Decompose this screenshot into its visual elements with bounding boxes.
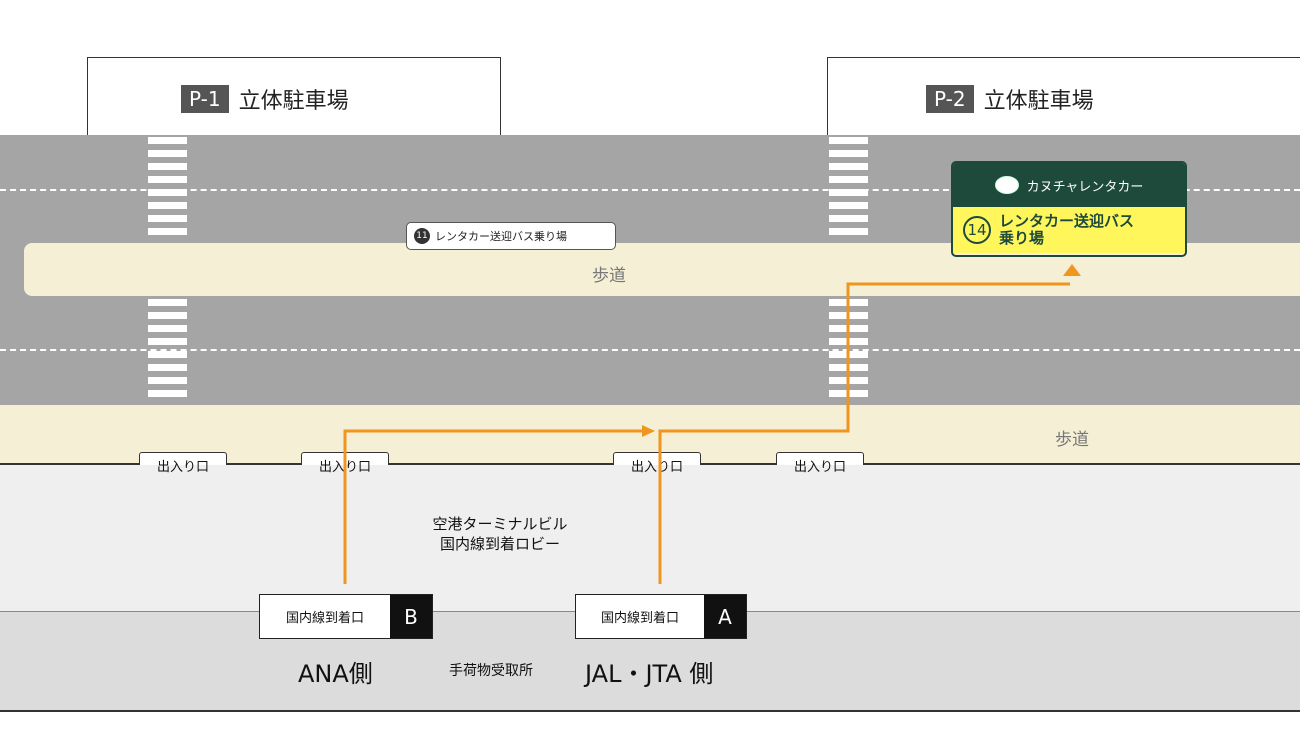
parking-p2-code: P-2: [926, 85, 974, 113]
kanucha-stop-text: レンタカー送迎バス 乗り場: [999, 213, 1169, 247]
lobby-line1: 空港ターミナルビル: [432, 515, 568, 533]
bus-stop-11: 11 レンタカー送迎バス乗り場: [406, 222, 616, 250]
gate-b-label: 国内線到着口: [285, 611, 364, 626]
parking-p1: P-1 立体駐車場: [87, 57, 501, 142]
arrow-head-mid-icon: [642, 425, 655, 437]
gate-b-letter: B: [390, 595, 432, 638]
bus-stop-11-label: レンタカー送迎バス乗り場: [435, 230, 567, 243]
bus-stop-14-number: 14: [963, 216, 991, 244]
gate-a: 国内線到着口 A: [575, 594, 747, 639]
route-jal: [658, 282, 1070, 584]
kanucha-body: 14 レンタカー送迎バス 乗り場: [953, 207, 1185, 253]
kanucha-logo-icon: [994, 176, 1019, 194]
terminal-lobby-area: [0, 465, 1300, 612]
parking-p1-code: P-1: [181, 85, 229, 113]
sidewalk-island-label: 歩道: [592, 266, 626, 286]
ana-side-label: ANA側: [298, 660, 373, 688]
parking-p2: P-2 立体駐車場: [827, 57, 1300, 142]
kanucha-line2: 乗り場: [999, 229, 1045, 247]
baggage-claim-label: 手荷物受取所: [449, 663, 533, 679]
lane-line-lower: [0, 349, 1300, 351]
crosswalk-right-upper: [829, 137, 868, 241]
route-ana: [343, 429, 645, 584]
kanucha-header: カヌチャレンタカー: [953, 163, 1185, 207]
crosswalk-left-lower: [148, 299, 187, 403]
arrow-head-up-icon: [1063, 264, 1081, 276]
lane-line-upper: [0, 189, 1300, 191]
parking-p2-name: 立体駐車場: [983, 89, 1094, 114]
jal-side-label: JAL・JTA 側: [585, 660, 714, 688]
kanucha-brand: カヌチャレンタカー: [1026, 179, 1144, 195]
parking-p2-label: P-2 立体駐車場: [926, 83, 1094, 115]
gate-a-letter: A: [704, 595, 746, 638]
crosswalk-left-upper: [148, 137, 187, 241]
gate-a-label: 国内線到着口: [600, 611, 679, 626]
parking-p1-label: P-1 立体駐車場: [181, 83, 349, 115]
kanucha-bus-stop: カヌチャレンタカー 14 レンタカー送迎バス 乗り場: [951, 161, 1187, 257]
bottom-edge-line: [0, 710, 1300, 712]
lobby-line2: 国内線到着ロビー: [439, 535, 560, 553]
lobby-label: 空港ターミナルビル 国内線到着ロビー: [380, 514, 620, 554]
sidewalk-front-label: 歩道: [1055, 430, 1089, 450]
gate-b: 国内線到着口 B: [259, 594, 433, 639]
parking-p1-name: 立体駐車場: [238, 89, 349, 114]
bus-stop-11-number: 11: [414, 228, 430, 244]
kanucha-line1: レンタカー送迎バス: [999, 212, 1135, 230]
